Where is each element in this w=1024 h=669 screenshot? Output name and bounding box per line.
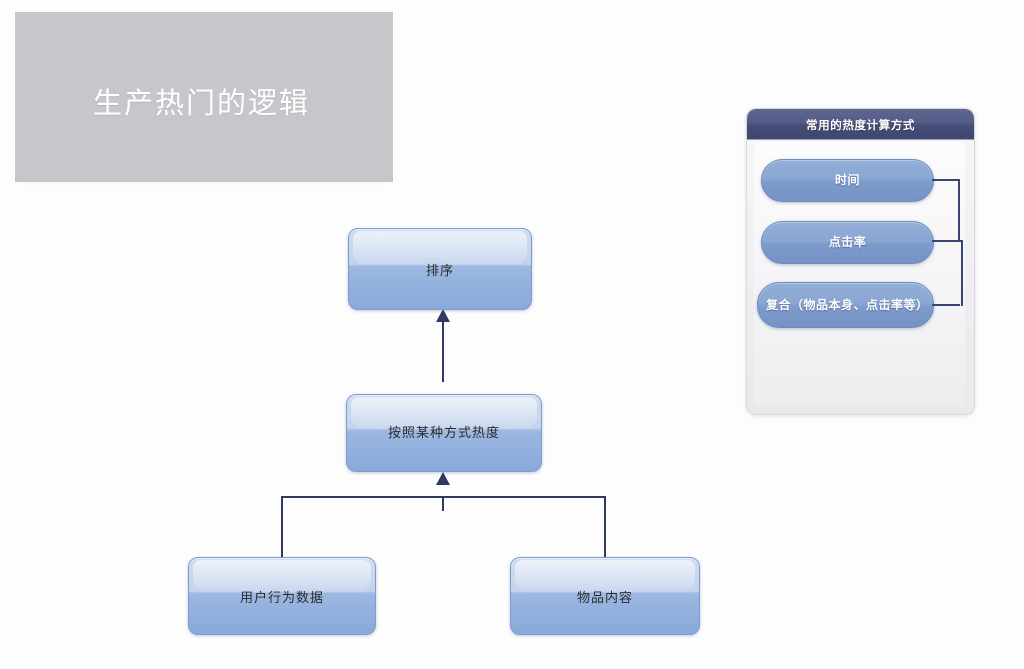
connector-tree-left-drop <box>281 496 283 558</box>
connector-heat-to-sort-line <box>442 322 444 382</box>
flow-node-heat[interactable]: 按照某种方式热度 <box>346 394 542 472</box>
connector-tree-right-drop <box>604 496 606 558</box>
panel-item-time-label: 时间 <box>834 173 860 187</box>
flow-node-behavior[interactable]: 用户行为数据 <box>188 557 376 635</box>
arrow-head-to-heat <box>436 472 450 485</box>
panel-header: 常用的热度计算方式 <box>747 109 974 140</box>
flow-node-heat-label: 按照某种方式热度 <box>387 425 500 440</box>
panel-item-ctr-label: 点击率 <box>828 235 867 249</box>
panel-item-composite[interactable]: 复合（物品本身、点击率等） <box>757 282 934 328</box>
bracket-vertical-upper <box>958 179 960 242</box>
bracket-stub-composite <box>932 304 960 306</box>
flow-node-sort-label: 排序 <box>425 263 454 278</box>
panel-item-ctr[interactable]: 点击率 <box>761 221 934 264</box>
title-block: 生产热门的逻辑 <box>15 12 393 182</box>
flow-node-sort[interactable]: 排序 <box>348 228 532 310</box>
arrow-head-to-sort <box>436 309 450 322</box>
connector-tree-to-heat-line <box>442 497 444 511</box>
flow-node-content-label: 物品内容 <box>576 590 633 605</box>
panel-item-composite-label: 复合（物品本身、点击率等） <box>766 297 929 312</box>
panel-item-time[interactable]: 时间 <box>761 159 934 202</box>
bracket-vertical-lower <box>961 240 963 306</box>
bracket-stub-ctr <box>932 240 963 242</box>
page-title: 生产热门的逻辑 <box>93 88 311 120</box>
panel-title: 常用的热度计算方式 <box>806 120 915 132</box>
bracket-stub-time <box>932 179 960 181</box>
flow-node-behavior-label: 用户行为数据 <box>239 590 324 605</box>
flow-node-content[interactable]: 物品内容 <box>510 557 700 635</box>
